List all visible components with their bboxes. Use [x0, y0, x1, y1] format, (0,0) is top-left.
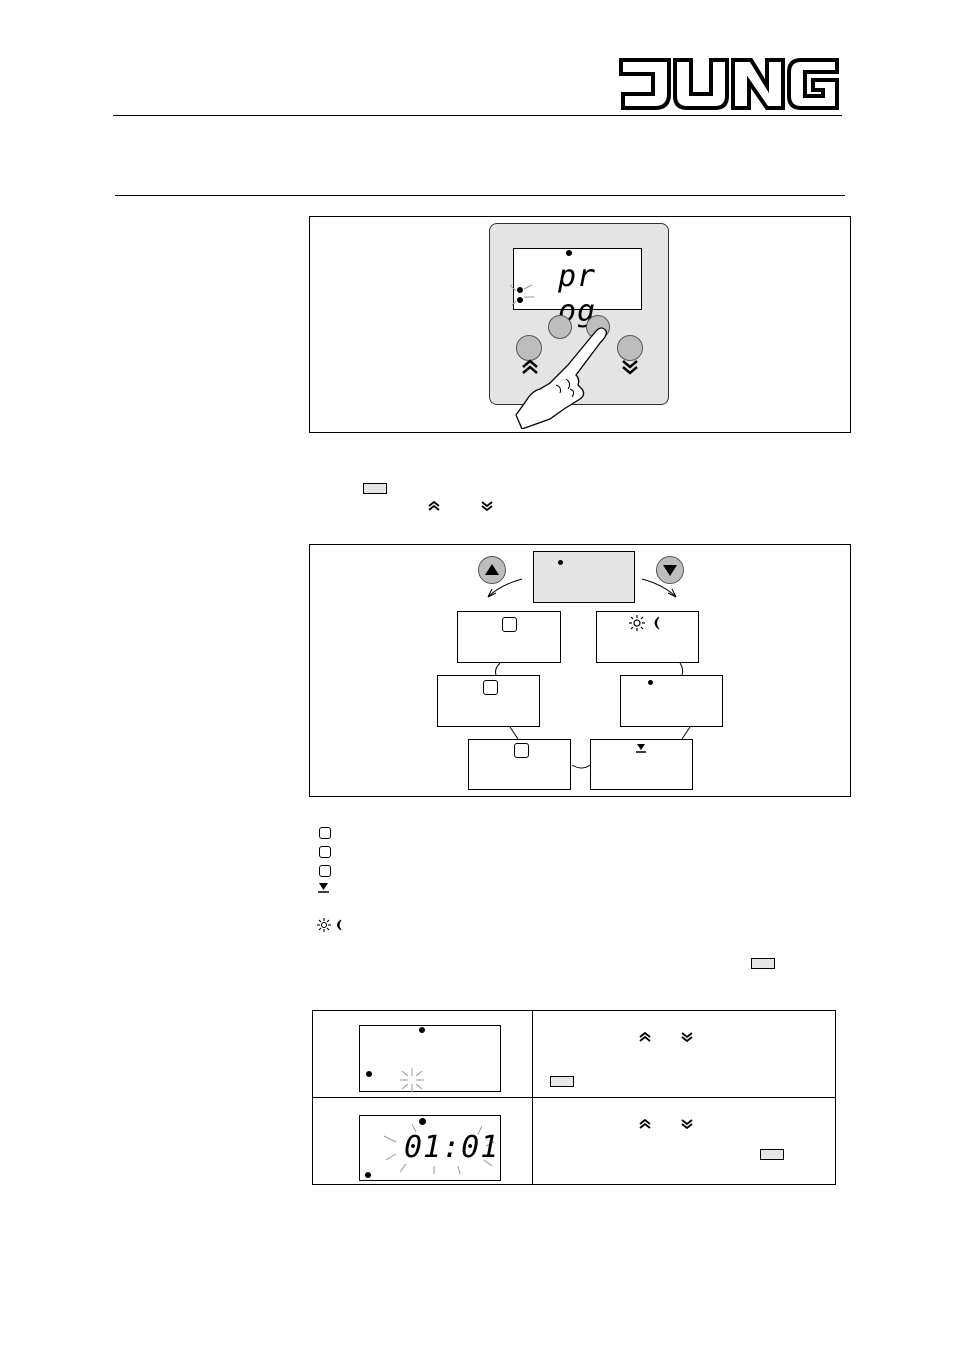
left-function-button[interactable]: [548, 315, 572, 339]
brand-logo: [617, 56, 841, 112]
blink-rays-icon: [400, 1068, 424, 1092]
menu-state-current: [533, 551, 635, 603]
blink-rays-icon: [383, 1123, 495, 1175]
lcd-left-dot-1: [517, 287, 523, 293]
indicator-dot: [365, 1172, 371, 1178]
indicator-dot: [419, 1027, 425, 1033]
program-square-icon: [502, 617, 517, 632]
legend-program-square-icon: [319, 846, 331, 858]
menu-state-right-2: [620, 675, 723, 727]
menu-state-right-3: [590, 739, 693, 790]
indicator-dot: [366, 1071, 372, 1077]
chevron-down-icon: [681, 1032, 693, 1042]
legend-blind-down-icon: [318, 883, 329, 893]
menu-state-right-1: [596, 611, 699, 663]
figure-menu-cycle-frame: [309, 544, 851, 797]
triangle-up-icon: [485, 564, 499, 575]
chevron-up-icon: [639, 1032, 651, 1042]
menu-state-left-1: [457, 611, 561, 663]
chevron-up-icon: [639, 1119, 651, 1129]
section-rule: [115, 195, 845, 196]
indicator-dot: [558, 560, 563, 565]
triangle-down-icon: [663, 565, 677, 576]
lcd-readout: 01:01: [404, 1130, 500, 1165]
blind-down-icon: [636, 744, 646, 753]
menu-state-left-3: [468, 739, 571, 790]
triangle-down-button[interactable]: [656, 556, 684, 584]
pressing-finger-icon: [515, 327, 608, 429]
chevron-down-icon: [481, 501, 493, 511]
prog-key-tag: [550, 1076, 574, 1087]
chevron-up-icon: [522, 359, 538, 374]
chevron-down-icon: [622, 360, 638, 375]
program-square-icon: [514, 743, 529, 758]
chevron-down-icon: [681, 1119, 693, 1129]
lcd-left-dot-2: [517, 297, 523, 303]
down-button[interactable]: [617, 335, 643, 361]
blink-rays-icon: [509, 284, 534, 306]
triangle-up-button[interactable]: [478, 556, 506, 584]
table-row-divider: [313, 1097, 835, 1098]
table-row-2-lcd: 01:01: [359, 1115, 501, 1181]
table-row-1-lcd: [359, 1025, 501, 1092]
prog-key-tag: [760, 1149, 784, 1160]
lcd-indicator-dot: [566, 250, 572, 256]
up-button[interactable]: [516, 335, 542, 361]
legend-program-square-icon: [319, 827, 331, 839]
menu-state-left-2: [437, 675, 540, 727]
indicator-dot: [419, 1118, 426, 1125]
header-rule: [113, 115, 842, 116]
instruction-table: 01:01: [312, 1010, 836, 1185]
prog-key-tag: [751, 958, 775, 969]
chevron-up-icon: [428, 501, 440, 511]
indicator-dot: [648, 680, 653, 685]
prog-key-tag: [363, 483, 387, 494]
figure-prog-frame: pr og: [309, 216, 851, 433]
program-square-icon: [483, 680, 498, 695]
legend-program-square-icon: [319, 865, 331, 877]
legend-sun-moon-icon: [317, 918, 342, 932]
menu-cycle-ring: [487, 578, 691, 769]
sun-moon-icon: [629, 615, 660, 631]
